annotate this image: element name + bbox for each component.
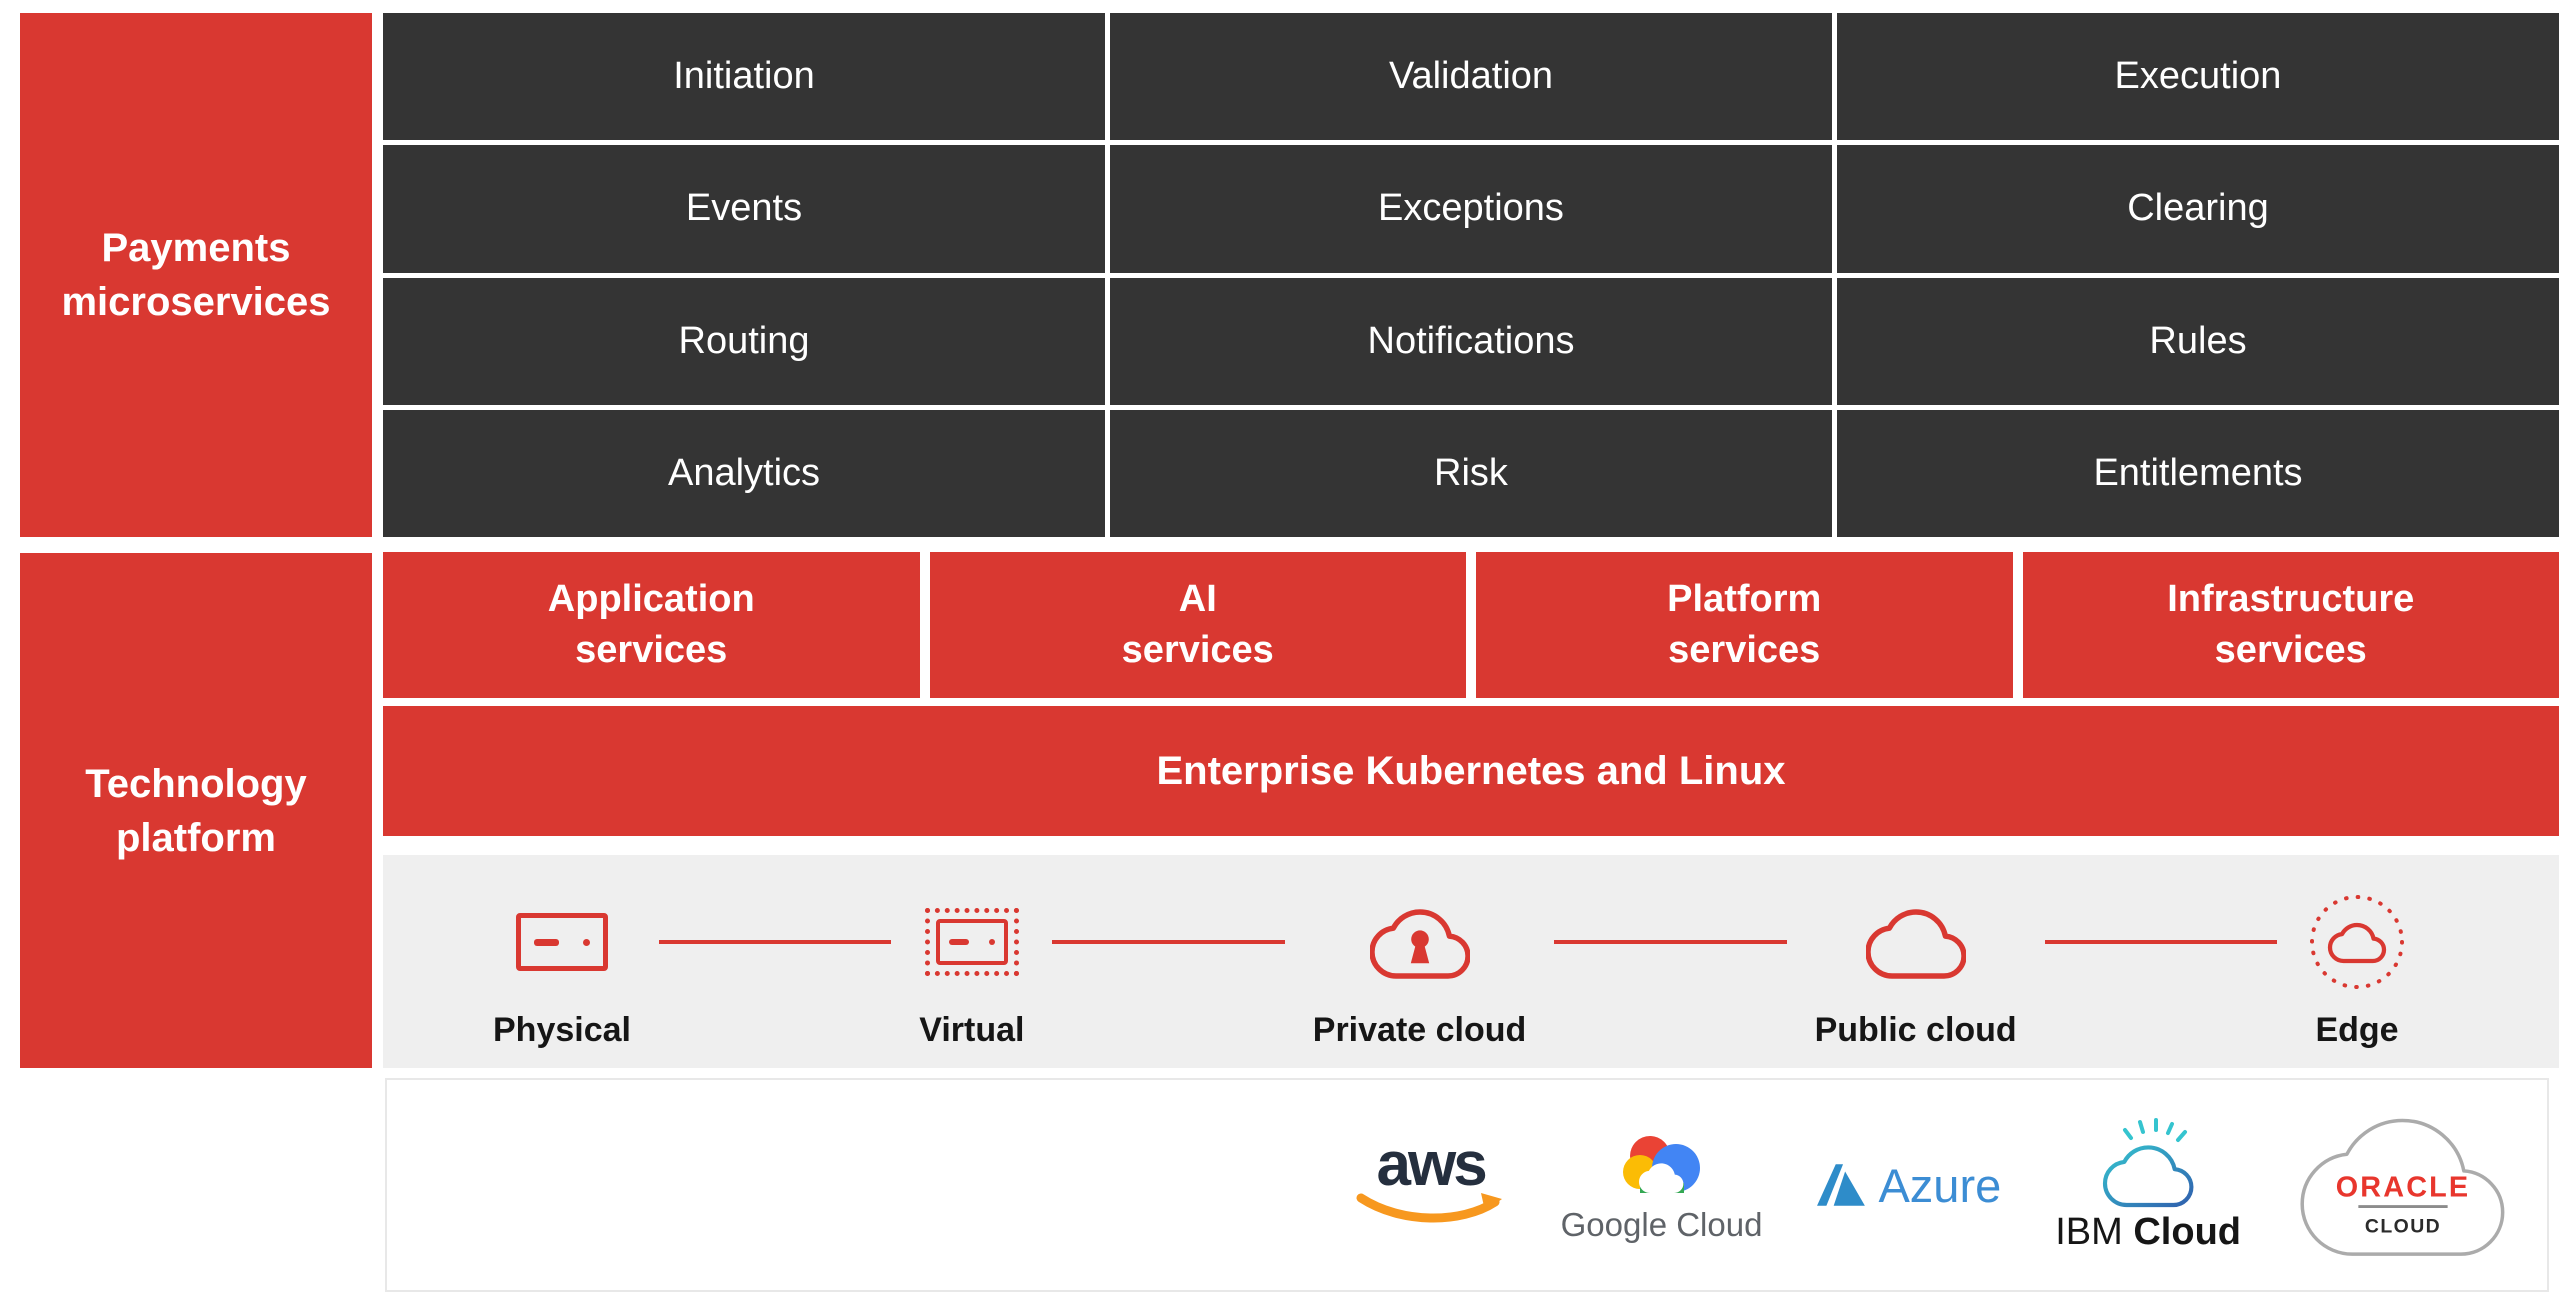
infra-node-private-cloud: Private cloud xyxy=(1312,883,1527,1050)
service-box-infrastructure-services: Infrastructure services xyxy=(2022,552,2559,698)
google-cloud-logo: Google Cloud xyxy=(1560,1126,1763,1244)
infra-node-public-cloud: Public cloud xyxy=(1815,883,2017,1050)
ibm-cloud-logo: IBM Cloud xyxy=(2055,1117,2241,1254)
connector-line xyxy=(2044,940,2277,944)
infra-node-label: Edge xyxy=(2315,1011,2399,1049)
connector-line xyxy=(1052,940,1285,944)
grid-cell-entitlements: Entitlements xyxy=(1837,409,2559,537)
oracle-cloud-logo: ORACLE CLOUD xyxy=(2295,1110,2511,1260)
ibm-wordmark-regular: IBM xyxy=(2055,1210,2123,1253)
kubernetes-linux-bar: Enterprise Kubernetes and Linux xyxy=(383,706,2559,836)
grid-cell-validation: Validation xyxy=(1110,13,1832,141)
grid-cell-routing: Routing xyxy=(383,277,1105,405)
grid-cell-risk: Risk xyxy=(1110,409,1832,537)
service-box-application-services: Application services xyxy=(383,552,920,698)
azure-icon xyxy=(1817,1164,1866,1206)
public-cloud-icon xyxy=(1865,883,1966,1001)
infra-node-label: Virtual xyxy=(919,1011,1025,1049)
connector-line xyxy=(658,940,892,944)
infra-node-virtual: Virtual xyxy=(919,883,1024,1050)
grid-cell-rules: Rules xyxy=(1837,277,2559,405)
infra-node-edge: Edge xyxy=(2305,883,2409,1050)
grid-cell-clearing: Clearing xyxy=(1837,145,2559,273)
ibm-cloud-wordmark: IBM Cloud xyxy=(2055,1211,2241,1254)
infra-node-label: Private cloud xyxy=(1312,1011,1527,1049)
infra-node-label: Physical xyxy=(493,1011,631,1049)
azure-wordmark: Azure xyxy=(1878,1158,2002,1212)
cloud-providers-box: aws Google Cloud Azure xyxy=(385,1078,2549,1292)
aws-logo: aws xyxy=(1355,1129,1507,1232)
oracle-wordmark: ORACLE xyxy=(2336,1172,2471,1204)
technology-platform-label: Technology platform xyxy=(20,553,372,1068)
aws-wordmark: aws xyxy=(1376,1129,1488,1199)
physical-server-icon xyxy=(515,883,608,1001)
infrastructure-strip: Physical Virtual Private cloud xyxy=(383,855,2559,1068)
google-cloud-wordmark: Google Cloud xyxy=(1560,1206,1763,1243)
service-box-ai-services: AI services xyxy=(929,552,1466,698)
infra-node-label: Public cloud xyxy=(1814,1011,2017,1049)
azure-logo: Azure xyxy=(1816,1158,2001,1213)
grid-cell-notifications: Notifications xyxy=(1110,277,1832,405)
connector-line xyxy=(1554,940,1787,944)
oracle-cloud-wordmark-sub: CLOUD xyxy=(2365,1216,2441,1238)
microservices-grid: Initiation Validation Execution Events E… xyxy=(383,13,2559,537)
google-cloud-icon xyxy=(1622,1136,1700,1193)
payments-microservices-label: Payments microservices xyxy=(20,13,372,537)
grid-cell-execution: Execution xyxy=(1837,13,2559,141)
service-box-platform-services: Platform services xyxy=(1476,552,2013,698)
grid-cell-events: Events xyxy=(383,145,1105,273)
oracle-cloud-icon: ORACLE CLOUD xyxy=(2300,1118,2505,1256)
grid-cell-exceptions: Exceptions xyxy=(1110,145,1832,273)
virtual-server-icon xyxy=(924,883,1019,1001)
infra-node-physical: Physical xyxy=(493,883,631,1050)
ibm-wordmark-bold: Cloud xyxy=(2133,1210,2241,1253)
grid-cell-analytics: Analytics xyxy=(383,409,1105,537)
platform-services-row: Application services AI services Platfor… xyxy=(383,552,2559,698)
grid-cell-initiation: Initiation xyxy=(383,13,1105,141)
aws-smile-icon xyxy=(1356,1193,1502,1223)
edge-cloud-icon xyxy=(2305,883,2409,1001)
private-cloud-icon xyxy=(1369,883,1470,1001)
kubernetes-linux-label: Enterprise Kubernetes and Linux xyxy=(1156,748,1786,793)
ibm-cloud-icon xyxy=(2103,1117,2194,1207)
